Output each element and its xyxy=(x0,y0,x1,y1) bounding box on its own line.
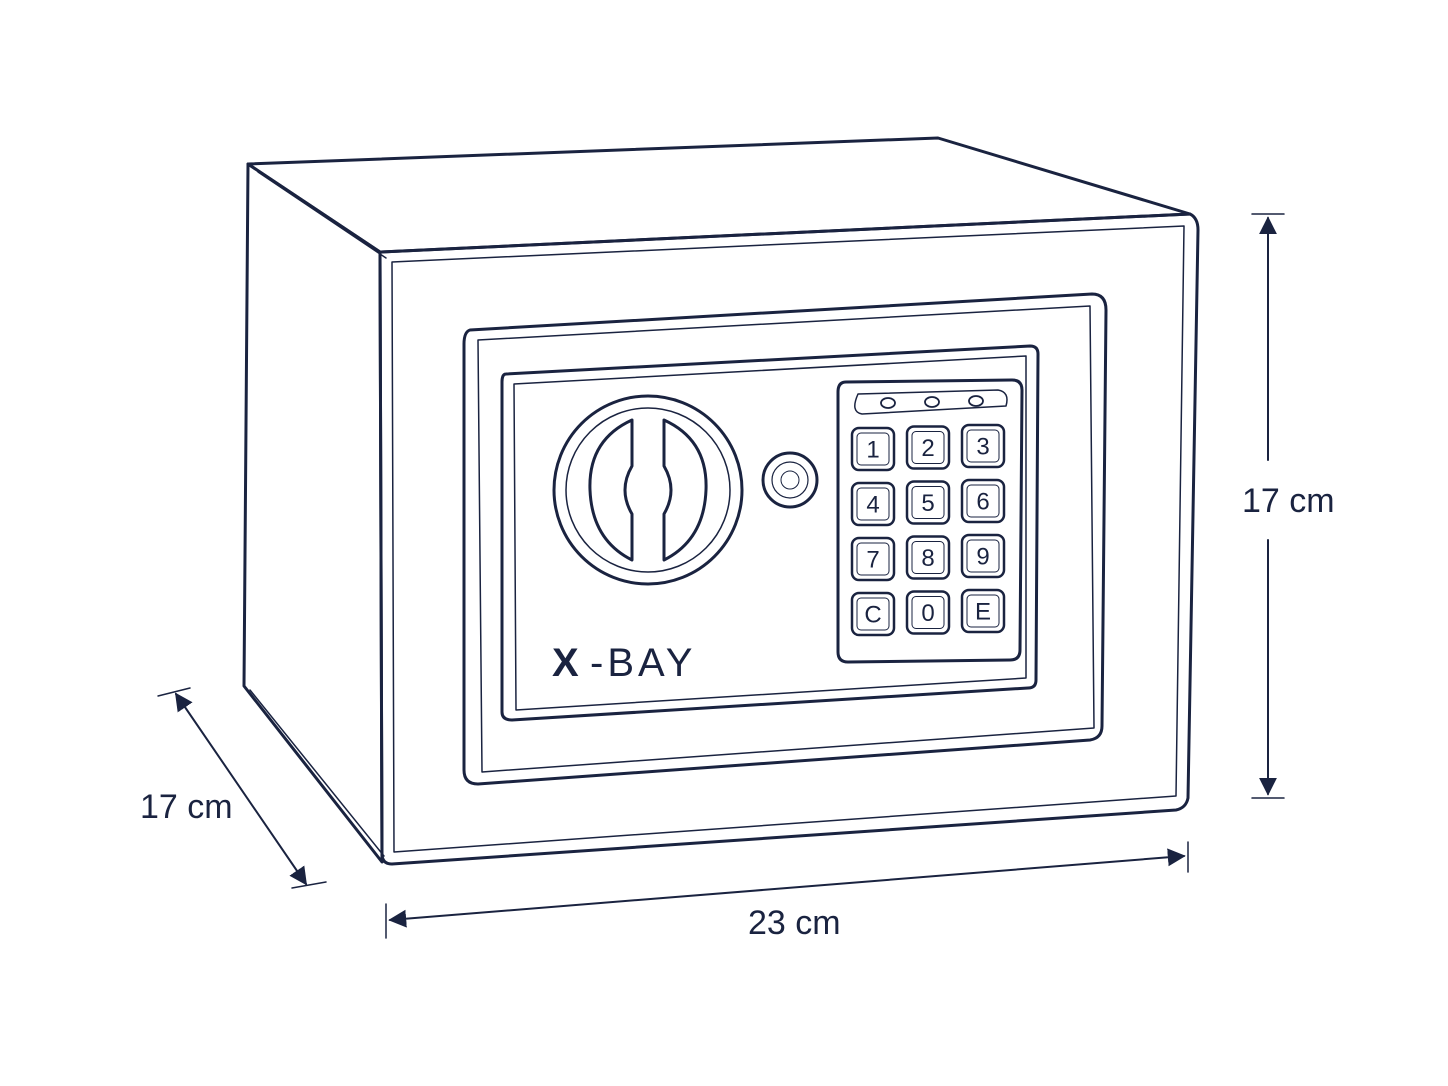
indicator-light xyxy=(880,397,896,409)
safe-front-face xyxy=(378,212,1200,866)
keypad-key-label: 2 xyxy=(921,435,934,462)
keypad: 1 2 3 4 5 6 7 8 9C 0 E xyxy=(836,378,1024,664)
keypad-key-c[interactable]: C xyxy=(850,591,896,637)
brand-logo: X -BAY xyxy=(552,641,696,685)
keypad-key-e[interactable]: E xyxy=(960,588,1006,634)
keypad-key-8[interactable]: 8 xyxy=(905,535,951,580)
keypad-key-label: 8 xyxy=(921,545,934,572)
keypad-key-label: 3 xyxy=(976,434,989,461)
control-panel xyxy=(500,344,1040,722)
depth-label: 17 cm xyxy=(140,788,233,826)
depth-dimension: 17 cm xyxy=(140,687,327,889)
safe-side-face xyxy=(242,162,384,864)
keypad-key-6[interactable]: 6 xyxy=(960,478,1006,524)
keypad-key-2[interactable]: 2 xyxy=(905,425,951,470)
keypad-key-label: C xyxy=(864,602,881,629)
indicator-light xyxy=(968,395,984,407)
keypad-key-1[interactable]: 1 xyxy=(850,426,896,472)
keypad-key-label: E xyxy=(975,599,991,626)
width-dimension: 23 cm xyxy=(385,841,1189,942)
indicator-light xyxy=(924,396,940,408)
brand-label: -BAY xyxy=(590,641,696,685)
brand-mark: X xyxy=(552,641,583,685)
keypad-key-label: 4 xyxy=(866,492,879,519)
handle-knob[interactable] xyxy=(552,394,744,586)
safe-door xyxy=(462,292,1108,786)
keypad-key-label: 7 xyxy=(866,547,879,574)
keypad-key-9[interactable]: 9 xyxy=(960,533,1006,579)
keypad-key-3[interactable]: 3 xyxy=(960,423,1006,469)
keypad-key-label: 0 xyxy=(921,600,934,627)
height-label: 17 cm xyxy=(1242,482,1335,520)
keypad-key-label: 9 xyxy=(976,544,989,571)
width-label: 23 cm xyxy=(748,904,841,942)
keypad-key-label: 5 xyxy=(921,490,934,517)
keypad-key-5[interactable]: 5 xyxy=(905,480,951,525)
keypad-key-4[interactable]: 4 xyxy=(850,481,896,527)
keypad-key-label: 6 xyxy=(976,489,989,516)
keyhole-icon[interactable] xyxy=(761,451,819,509)
keypad-key-7[interactable]: 7 xyxy=(850,536,896,582)
keypad-key-label: 1 xyxy=(866,437,879,464)
height-dimension: 17 cm xyxy=(1242,213,1335,799)
keypad-key-0[interactable]: 0 xyxy=(905,590,951,635)
indicator-lights xyxy=(880,395,984,409)
